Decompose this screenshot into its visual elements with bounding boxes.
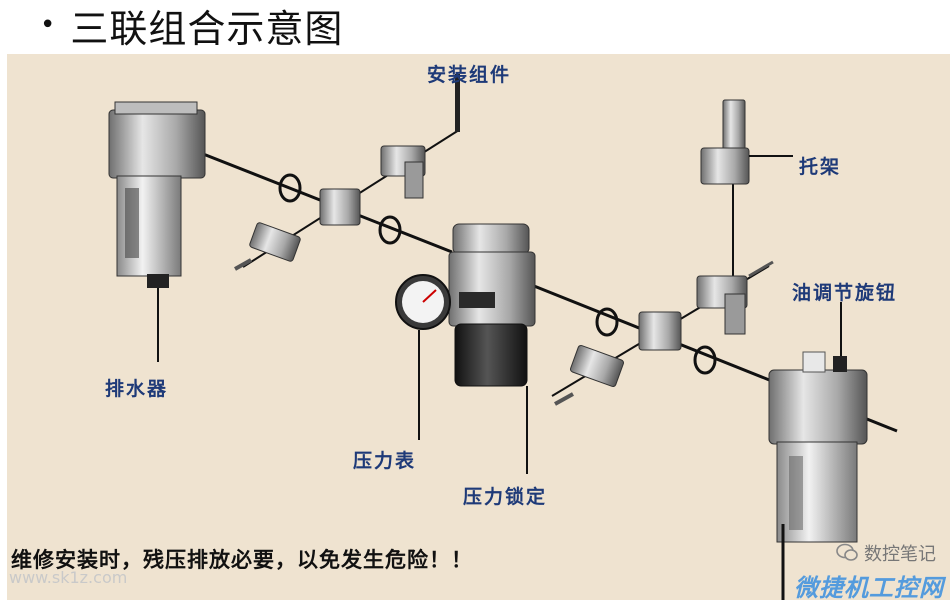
wechat-icon: [836, 543, 858, 561]
pressure-gauge: [395, 274, 451, 330]
lubricator-unit: [768, 351, 868, 543]
title-text: 三联组合示意图: [70, 6, 344, 51]
wechat-watermark: 数控笔记: [836, 540, 936, 566]
label-bracket: 托架: [799, 156, 842, 178]
label-pressure-lock: 压力锁定: [463, 486, 548, 508]
site-watermark: www.sk1z.com: [9, 568, 128, 587]
warning-text: 维修安装时，残压排放必要，以免发生危险！！: [11, 548, 473, 572]
o-rings: [278, 173, 717, 375]
bullet-marker: •: [40, 10, 57, 40]
mounting-kit-right: [554, 260, 774, 406]
label-drain: 排水器: [105, 378, 169, 400]
wechat-name: 数控笔记: [864, 544, 936, 565]
label-gauge: 压力表: [353, 450, 417, 472]
regulator-unit: [448, 223, 536, 387]
brand-watermark: 微捷机工控网: [794, 574, 944, 600]
bracket-part: [700, 99, 793, 185]
exploded-diagram: [108, 74, 898, 600]
diagram-panel: 安装组件 托架 油调节旋钮 排水器 压力表 压力锁定 维修安装时，残压排放必要，…: [7, 54, 950, 600]
filter-unit: [108, 101, 206, 288]
label-oil-knob: 油调节旋钮: [792, 282, 898, 304]
mounting-kit-left: [234, 74, 460, 271]
label-mounting-kit: 安装组件: [427, 64, 512, 86]
slide-title: • 三联组合示意图: [40, 2, 343, 51]
